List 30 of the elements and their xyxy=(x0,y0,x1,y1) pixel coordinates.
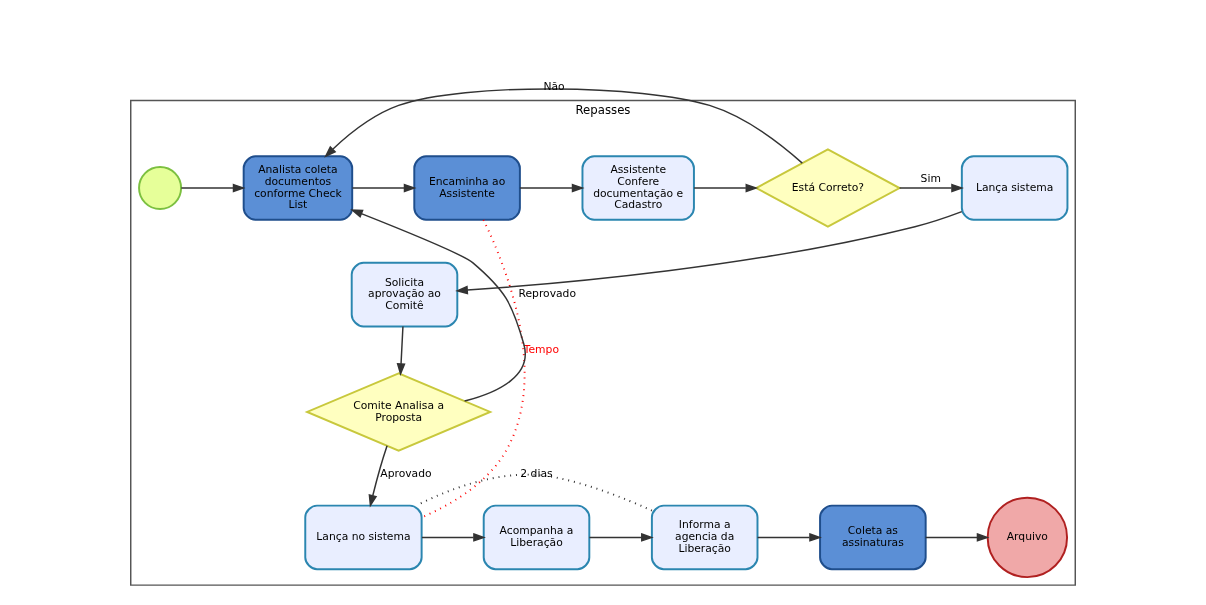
edge-label: 2 dias xyxy=(520,466,553,480)
arrow xyxy=(693,183,759,193)
node-box: Solicita aprovação ao Comitê xyxy=(350,261,459,328)
arrow xyxy=(756,532,822,542)
arrow xyxy=(924,532,990,542)
node-circle xyxy=(138,166,183,211)
node-diamond: Comite Analisa a Proposta xyxy=(304,372,493,452)
arrow xyxy=(324,88,803,164)
node-box: Analista coleta documentos conforme Check List xyxy=(242,155,354,221)
arrow xyxy=(421,532,486,542)
arrow xyxy=(588,532,654,542)
arrow xyxy=(180,183,246,193)
node-box: Acompanha a Liberação xyxy=(482,504,591,571)
node-box: Lança sistema xyxy=(960,155,1069,221)
arrow xyxy=(368,445,388,508)
node-box: Assistente Confere documentação e Cadastro xyxy=(581,155,695,221)
node-box: Informa a agencia da Liberação xyxy=(650,504,759,571)
arrow xyxy=(519,183,585,193)
edge-label: Aprovado xyxy=(380,466,432,480)
edge-label: Reprovado xyxy=(518,287,577,301)
node-box: Coleta as assinaturas xyxy=(819,504,927,571)
arrow xyxy=(455,210,963,295)
node-circle: Arquivo xyxy=(986,496,1069,579)
arrow xyxy=(396,325,406,377)
arrow xyxy=(351,183,417,193)
edge-label: Sim xyxy=(920,171,941,185)
node-box: Encaminha ao Assistente xyxy=(413,155,521,221)
node-diamond: Está Correto? xyxy=(754,148,902,228)
arrow xyxy=(898,183,964,193)
node-box: Lança no sistema xyxy=(304,504,423,571)
